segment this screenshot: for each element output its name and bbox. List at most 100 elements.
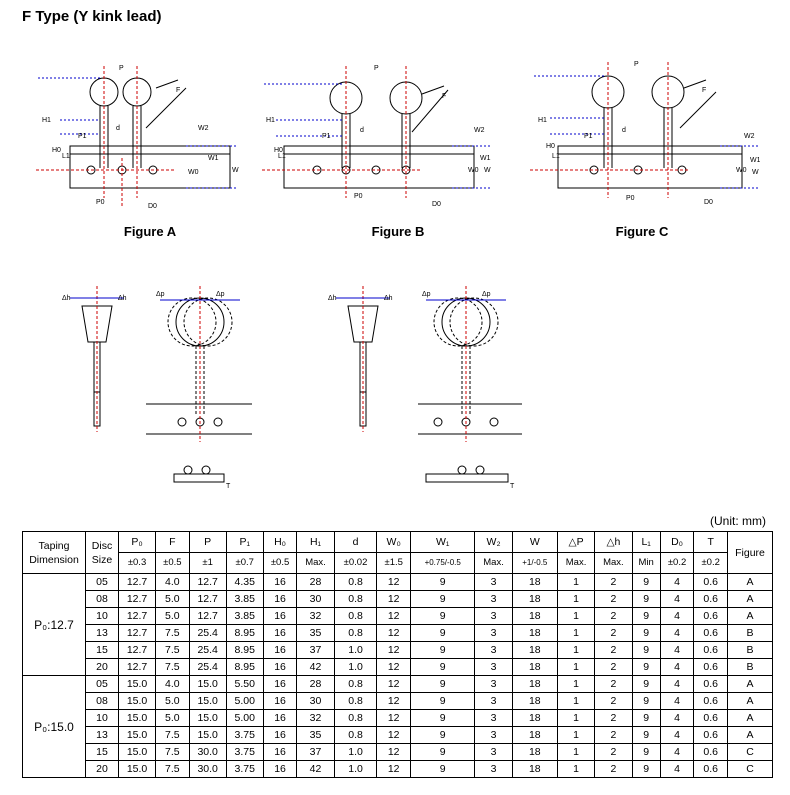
table-cell: 3 [474,760,513,778]
table-cell: 18 [511,590,558,608]
label-w2: W2 [744,133,755,140]
table-cell: 42 [296,760,335,778]
table-cell: 0.6 [693,624,728,642]
table-cell: 1 [556,607,596,625]
label-p: P [374,65,379,72]
table-cell: 4 [659,590,695,608]
label-d0: D0 [432,201,441,208]
label-w1: W1 [750,157,760,164]
table-cell: 4.0 [155,573,190,591]
table-cell: 15.0 [117,692,157,710]
tolerance-cell: ±0.3 [117,552,157,574]
table-cell: 3.75 [225,760,264,778]
table-cell: 1.0 [333,658,378,676]
table-cell: 7.5 [155,743,190,761]
tolerance-detail-1: Δh Δh Δp Δp T [62,286,252,490]
table-cell: 9 [409,692,476,710]
table-cell: 3.85 [225,590,264,608]
table-cell: 9 [631,743,661,761]
table-cell: 9 [409,607,476,625]
table-cell: 15.0 [188,709,227,727]
table-cell: 08 [85,692,119,710]
table-cell: 30 [296,692,335,710]
table-cell: 0.6 [693,692,728,710]
table-cell: 18 [511,692,558,710]
table-cell: 16 [262,573,298,591]
tolerance-cell: Max. [556,552,596,574]
tolerance-cell: Max. [474,552,513,574]
table-cell: 28 [296,675,335,693]
table-cell: 16 [262,607,298,625]
table-cell: 18 [511,573,558,591]
header-col: H₁ [296,531,335,553]
table-cell: 1 [556,573,596,591]
label-d: d [622,127,626,134]
table-cell: 1.0 [333,641,378,659]
table-cell: 20 [85,760,119,778]
figure-b-diagram: P F H1 H0 P1 d P0 D0 W2 W1 W0 W L1 [262,65,492,208]
table-cell: C [727,760,773,778]
table-cell: 9 [631,607,661,625]
label-d0: D0 [148,203,157,210]
table-cell: 9 [409,709,476,727]
table-cell: 7.5 [155,726,190,744]
table-cell: 18 [511,675,558,693]
table-cell: 2 [594,692,633,710]
label-h0: H0 [52,147,61,154]
figure-c-diagram: P F H1 H0 P1 d P0 D0 W2 W1 W0 W L1 [530,61,760,206]
table-cell: 4 [659,675,695,693]
table-cell: 12.7 [117,590,157,608]
label-w0: W0 [736,167,747,174]
table-cell: 9 [631,624,661,642]
table-cell: 9 [409,573,476,591]
tolerance-cell: Max. [296,552,335,574]
table-cell: 12 [376,743,411,761]
dimension-table: Taping Dimension Disc Size P₀ F P P₁ H₀ … [22,531,773,778]
label-w0: W0 [468,167,479,174]
table-cell: 16 [262,743,298,761]
label-t: T [510,483,515,490]
table-cell: 1 [556,692,596,710]
table-cell: 12 [376,607,411,625]
label-p0: P0 [626,195,635,202]
header-col: F [155,531,190,553]
table-cell: 3 [474,743,513,761]
table-cell: 7.5 [155,658,190,676]
table-cell: 15 [85,641,119,659]
label-p1: P1 [322,133,331,140]
tolerance-cell: ±0.2 [659,552,695,574]
label-p0: P0 [354,193,363,200]
table-cell: 9 [631,726,661,744]
table-cell: 4 [659,607,695,625]
table-cell: 18 [511,658,558,676]
table-cell: 32 [296,709,335,727]
table-cell: 12 [376,573,411,591]
page-title: F Type (Y kink lead) [22,8,162,25]
table-cell: 37 [296,743,335,761]
table-cell: 12 [376,692,411,710]
label-delta-h-left: Δh [62,295,71,302]
header-col: W [511,531,558,553]
table-cell: 2 [594,675,633,693]
table-cell: 10 [85,607,119,625]
table-cell: 9 [631,658,661,676]
table-cell: 16 [262,624,298,642]
table-cell: A [727,675,773,693]
table-cell: 0.6 [693,607,728,625]
table-cell: 4 [659,624,695,642]
table-cell: 13 [85,624,119,642]
header-col: P₁ [225,531,264,553]
table-cell: 3 [474,624,513,642]
table-cell: 15.0 [188,692,227,710]
table-cell: 8.95 [225,641,264,659]
table-cell: 3 [474,658,513,676]
label-delta-h-left: Δh [328,295,337,302]
table-cell: 12.7 [188,573,227,591]
label-l1: L1 [552,153,560,160]
group-label: P₀:12.7 [22,573,86,676]
table-cell: 15.0 [188,726,227,744]
table-cell: 3 [474,675,513,693]
